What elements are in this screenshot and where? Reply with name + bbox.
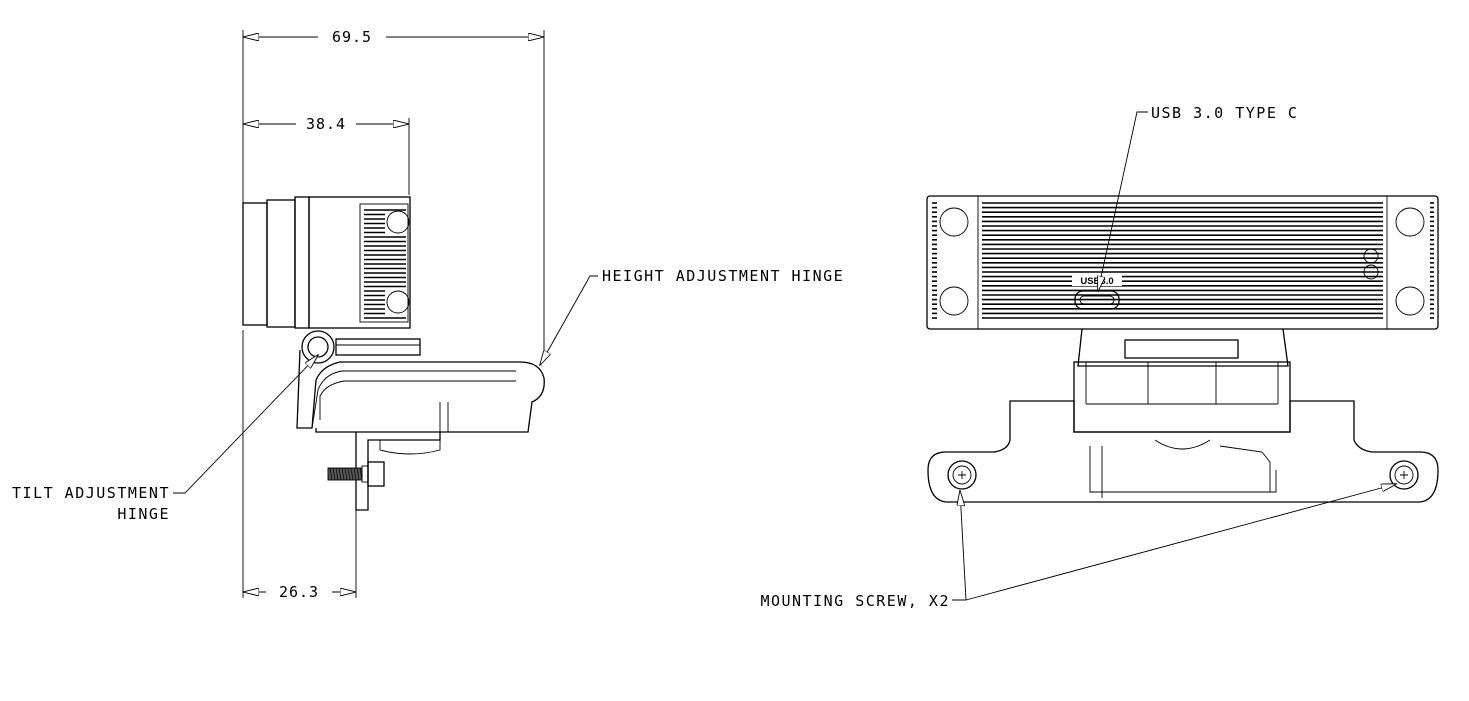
dimension-screw-offset: 26.3 [244,583,355,601]
label-height-hinge: HEIGHT ADJUSTMENT HINGE [602,267,844,285]
hinge-block-front [1073,328,1291,433]
label-tilt-hinge-line1: TILT ADJUSTMENT [12,484,170,502]
mounting-screw-left [947,460,977,490]
camera-body-front: USB3.0 [926,195,1439,330]
usb-port-marking: USB3.0 [1080,276,1113,287]
front-view: USB3.0 [760,104,1439,610]
dim-camera-depth-label: 38.4 [306,115,346,133]
mounting-bracket-front [927,400,1439,503]
label-tilt-hinge-line2: HINGE [117,505,170,523]
camera-body-side [242,196,411,329]
dimension-overall: 69.5 [244,28,543,46]
label-usb-type-c: USB 3.0 TYPE C [1151,104,1298,122]
label-mounting-screw: MOUNTING SCREW, X2 [760,592,950,610]
dimension-camera-depth: 38.4 [244,115,408,133]
side-view: 69.5 38.4 26.3 [12,28,844,601]
dim-overall-label: 69.5 [332,28,372,46]
mounting-screw-right [1389,460,1419,490]
dim-screw-offset-label: 26.3 [279,583,319,601]
mounting-bracket-side [296,349,545,511]
tilt-hinge [301,330,421,364]
